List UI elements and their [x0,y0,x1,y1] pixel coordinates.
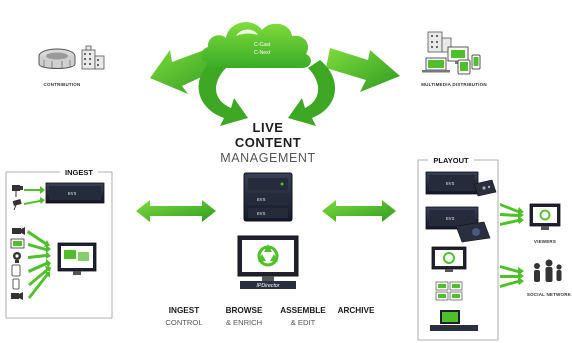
ipdirector-logo-icon [257,244,279,267]
playout-server-icon: EVS [425,206,479,230]
remote-controller-icon [473,179,497,197]
stage-3-subtitle: & EDIT [291,318,316,327]
playout-monitor-icon [431,246,467,272]
svg-text:EVS: EVS [68,191,77,196]
stage-2-subtitle: & ENRICH [226,318,262,327]
cloud-icon [201,22,311,68]
ingest-server-icon: EVS [45,182,105,204]
stadium-icon [38,48,76,69]
hub-title-line3: MANAGEMENT [220,151,316,165]
jog-controller-icon [455,221,491,243]
hub-title-line2: CONTENT [235,135,301,150]
hub-title-line1: LIVE [253,120,284,135]
viewers-node: VIEWERS [529,203,561,244]
hub-title: LIVE CONTENT MANAGEMENT [220,120,316,165]
multimedia-label: MULTIMEDIA DISTRIBUTION [421,82,487,87]
social-network-label: SOCIAL NETWORK [527,292,572,297]
server-evs-label: EVS [257,197,266,202]
building-icon [81,45,105,70]
stage-1-title: INGEST [169,306,199,315]
video-camera-icon [12,227,25,235]
phone-icon [471,54,481,70]
svg-text:EVS: EVS [446,181,455,186]
ingest-panel: INGEST EVS [5,168,113,319]
multiview-monitors-icon [435,281,463,301]
ingest-panel-title: INGEST [65,168,93,177]
control-desk-icon [430,310,478,331]
tablet-icon [457,59,471,75]
svg-text:EVS: EVS [446,216,455,221]
playout-panel-title: PLAYOUT [433,156,469,165]
arrow-ingest-hub [136,200,216,222]
stage-2-title: BROWSE [226,306,263,315]
arrow-curve-right [288,60,336,126]
cloud-arrows: C-Cast C-Next [150,22,400,126]
workflow-stages: INGEST CONTROL BROWSE & ENRICH ASSEMBLE … [165,306,375,327]
arrow-to-multimedia [326,48,400,92]
stage-4-title: ARCHIVE [338,306,375,315]
building-icon [427,31,452,53]
arrow-curve-left [198,60,248,126]
server-icon: EVS EVS [243,172,293,222]
contribution-label: CONTRIBUTION [44,82,81,87]
tv-icon [529,203,561,230]
camera-icon [12,199,22,211]
playout-server-icon: EVS [425,171,479,195]
cloud-label-1: C-Cast [254,42,271,48]
stage-1-subtitle: CONTROL [165,318,202,327]
laptop-icon [422,57,450,73]
screen-icon [10,238,25,249]
tablet-icon [11,264,21,277]
phone-icon [12,278,20,290]
ipdirector-label: IPDirector [256,283,279,289]
multimedia-node: MULTIMEDIA DISTRIBUTION [421,31,487,87]
playout-output-arrows [500,203,524,288]
playout-panel: PLAYOUT EVS EVS [417,156,524,341]
cloud-label-2: C-Next [254,50,271,56]
stage-3-title: ASSEMBLE [280,306,326,315]
camera-icon [12,185,23,197]
viewers-label: VIEWERS [534,239,556,244]
ipdirector-monitor: IPDirector [237,235,299,289]
ingest-input-arrows [27,230,51,299]
contribution-node: CONTRIBUTION [38,45,105,87]
svg-text:EVS: EVS [257,211,266,216]
social-network-node: SOCIAL NETWORK [527,259,572,297]
movie-camera-icon [11,292,23,300]
webcam-icon [13,252,21,263]
people-icon [534,259,562,282]
arrow-hub-playout [322,200,396,222]
ingest-monitor-icon [57,242,97,275]
